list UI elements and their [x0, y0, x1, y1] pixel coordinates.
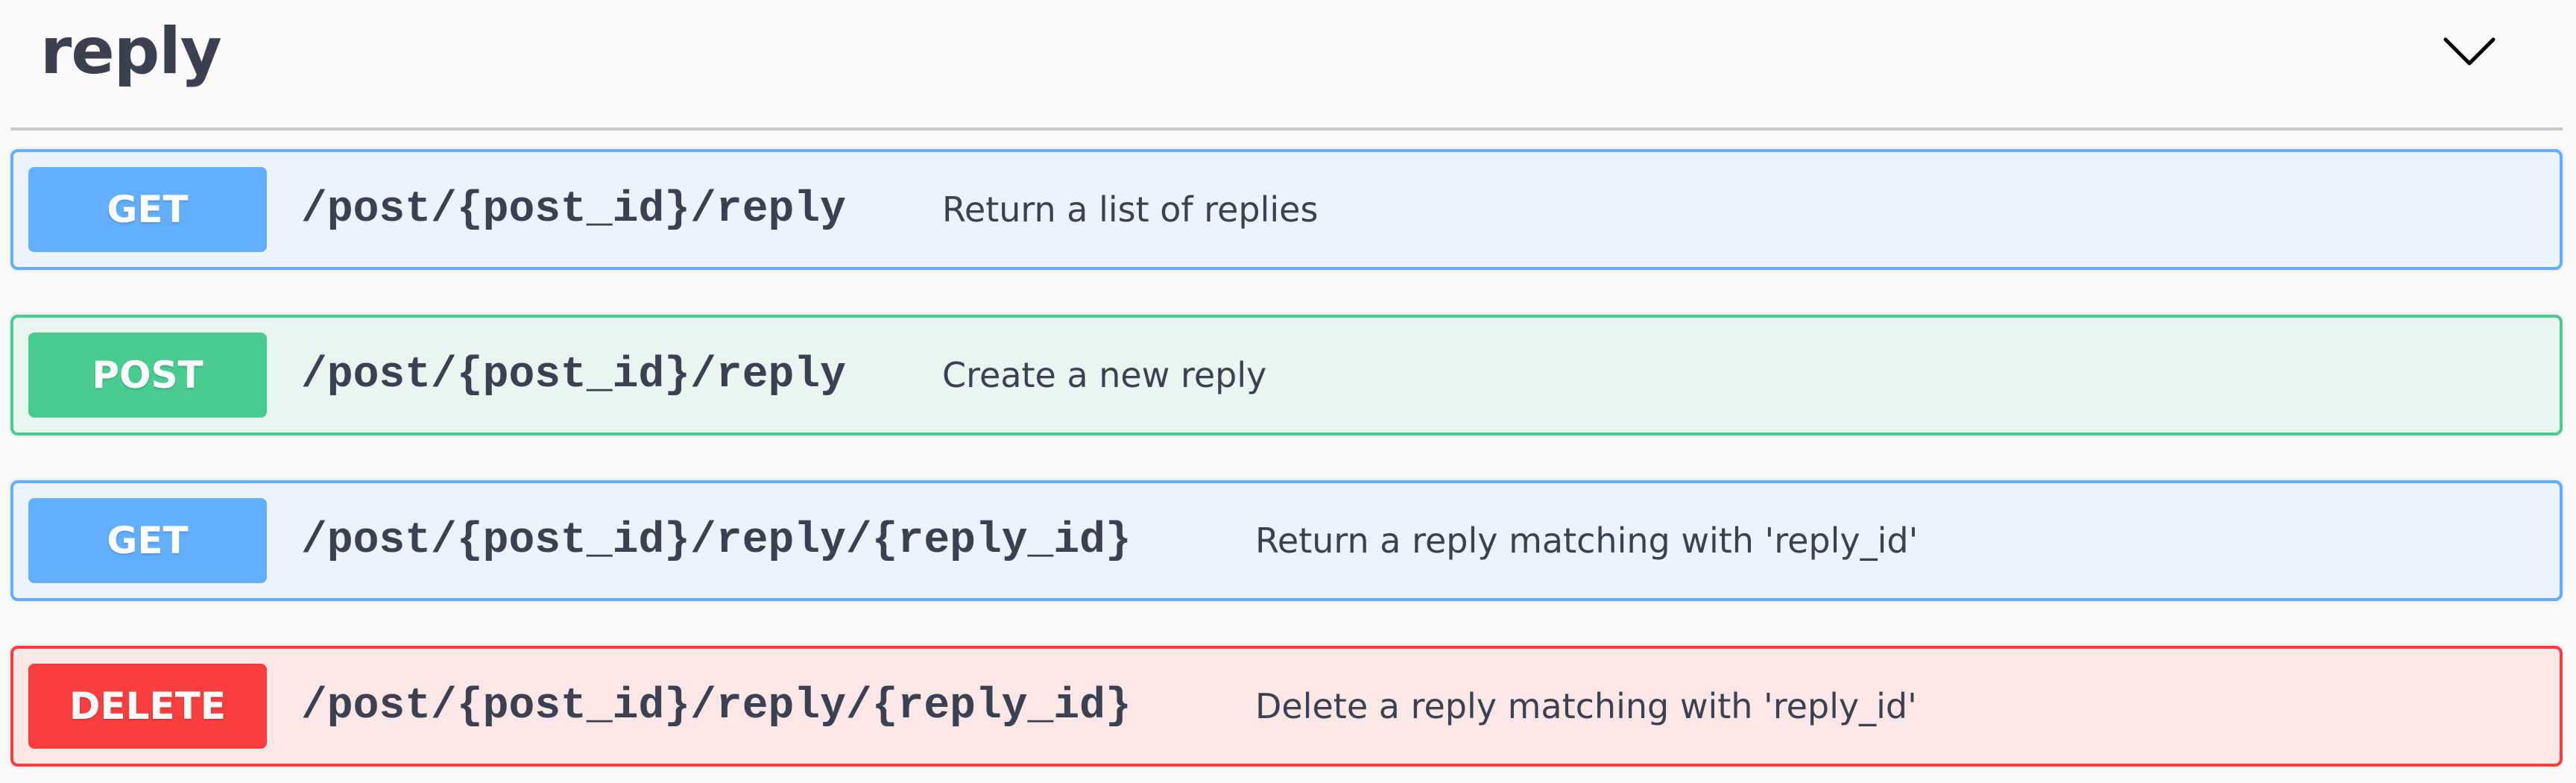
tag-header[interactable]: reply: [10, 0, 2563, 130]
chevron-down-icon: [2443, 35, 2496, 72]
operation-summary: Delete a reply matching with 'reply_id': [1255, 686, 1917, 726]
operation-delete-reply[interactable]: DELETE /post/{post_id}/reply/{reply_id} …: [10, 646, 2563, 767]
tag-title: reply: [40, 14, 222, 89]
method-badge-post: POST: [28, 333, 267, 418]
operation-get-reply-by-id[interactable]: GET /post/{post_id}/reply/{reply_id} Ret…: [10, 480, 2563, 601]
operation-post-reply[interactable]: POST /post/{post_id}/reply Create a new …: [10, 315, 2563, 435]
operation-path: /post/{post_id}/reply/{reply_id}: [301, 516, 1131, 565]
operation-summary: Return a list of replies: [942, 189, 1319, 230]
method-badge-get: GET: [28, 167, 267, 252]
operation-get-replies[interactable]: GET /post/{post_id}/reply Return a list …: [10, 149, 2563, 270]
method-badge-get: GET: [28, 498, 267, 583]
operation-path: /post/{post_id}/reply: [301, 185, 846, 234]
operation-path: /post/{post_id}/reply: [301, 350, 846, 400]
collapse-toggle-button[interactable]: [2436, 27, 2503, 79]
operation-summary: Create a new reply: [942, 355, 1267, 395]
operation-path: /post/{post_id}/reply/{reply_id}: [301, 682, 1131, 731]
method-badge-delete: DELETE: [28, 664, 267, 749]
operation-summary: Return a reply matching with 'reply_id': [1255, 521, 1919, 561]
